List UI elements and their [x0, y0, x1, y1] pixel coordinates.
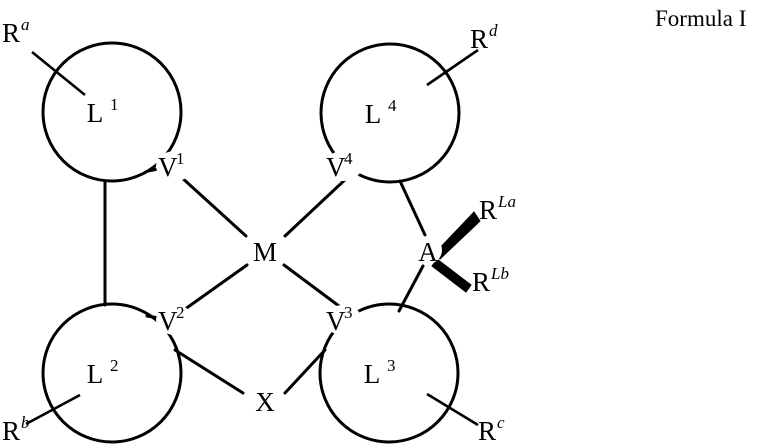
- vertex-v2-halo: [156, 305, 194, 335]
- vertex-v1-halo: [156, 151, 194, 181]
- substituent-rla-superscript: La: [497, 192, 516, 211]
- ligand-ring-3-label: L: [364, 359, 381, 389]
- metal-center-halo: [248, 233, 282, 267]
- substituent-rc-tick: [426, 392, 479, 427]
- bond-v2-m: [179, 263, 249, 314]
- ligand-ring-1-superscript: 1: [110, 95, 119, 114]
- bond-v4-m: [283, 174, 351, 238]
- metal-center-label: M: [253, 237, 277, 267]
- ancillary-atom-halo: [414, 236, 442, 264]
- bridge-atom-label: X: [255, 387, 275, 417]
- ligand-ring-2-circle: [41, 302, 183, 444]
- vertex-v4-label: V: [326, 152, 346, 182]
- substituent-rb-superscript: b: [21, 413, 30, 432]
- substituent-rd-superscript: d: [489, 21, 498, 40]
- bridge-atom-halo: [251, 386, 279, 414]
- vertex-v1-label: V: [158, 152, 178, 182]
- wedge-bond-a-rlb: [431, 258, 472, 293]
- vertex-v3-label: V: [326, 306, 346, 336]
- ligand-ring-1-label: L: [87, 98, 104, 128]
- bond-v3-m: [282, 263, 349, 314]
- vertex-v3-halo: [324, 305, 362, 335]
- ligand-ring-4-superscript: 4: [388, 96, 397, 115]
- ligand-ring-2-superscript: 2: [110, 356, 119, 375]
- vertex-v4-superscript: 4: [344, 149, 353, 168]
- substituent-rlb-superscript: Lb: [490, 264, 509, 283]
- substituent-rd-tick: [426, 48, 479, 87]
- substituent-rb-tick: [25, 393, 81, 426]
- vertex-v4-halo: [324, 151, 362, 181]
- substituent-rla-label: R: [479, 195, 497, 225]
- substituent-ra-tick: [31, 50, 86, 97]
- vertex-v3-superscript: 3: [344, 303, 353, 322]
- substituent-rc-superscript: c: [497, 413, 505, 432]
- ligand-ring-4-circle: [319, 42, 461, 184]
- ancillary-atom-label: A: [418, 237, 438, 267]
- ligand-ring-3-superscript: 3: [387, 356, 396, 375]
- vertex-v2-label: V: [158, 306, 178, 336]
- bond-a-l3: [397, 264, 425, 313]
- vertex-v1-superscript: 1: [176, 149, 185, 168]
- formula-caption: Formula I: [655, 6, 746, 31]
- vertex-v2-superscript: 2: [176, 303, 185, 322]
- substituent-rc-label: R: [478, 416, 496, 446]
- substituent-rlb-label: R: [472, 267, 490, 297]
- ligand-ring-4-label: L: [365, 99, 382, 129]
- substituent-rd-label: R: [470, 24, 488, 54]
- ligand-ring-3-circle: [318, 302, 460, 444]
- ligand-ring-1-circle: [41, 41, 183, 183]
- bond-x-l3: [283, 348, 327, 395]
- ligand-ring-2-label: L: [87, 359, 104, 389]
- substituent-ra-label: R: [2, 18, 20, 48]
- substituent-rb-label: R: [2, 416, 20, 446]
- bond-v1-m: [178, 174, 248, 238]
- bond-l2-x: [173, 348, 245, 395]
- bond-l4-a: [398, 179, 427, 237]
- substituent-ra-superscript: a: [21, 15, 30, 34]
